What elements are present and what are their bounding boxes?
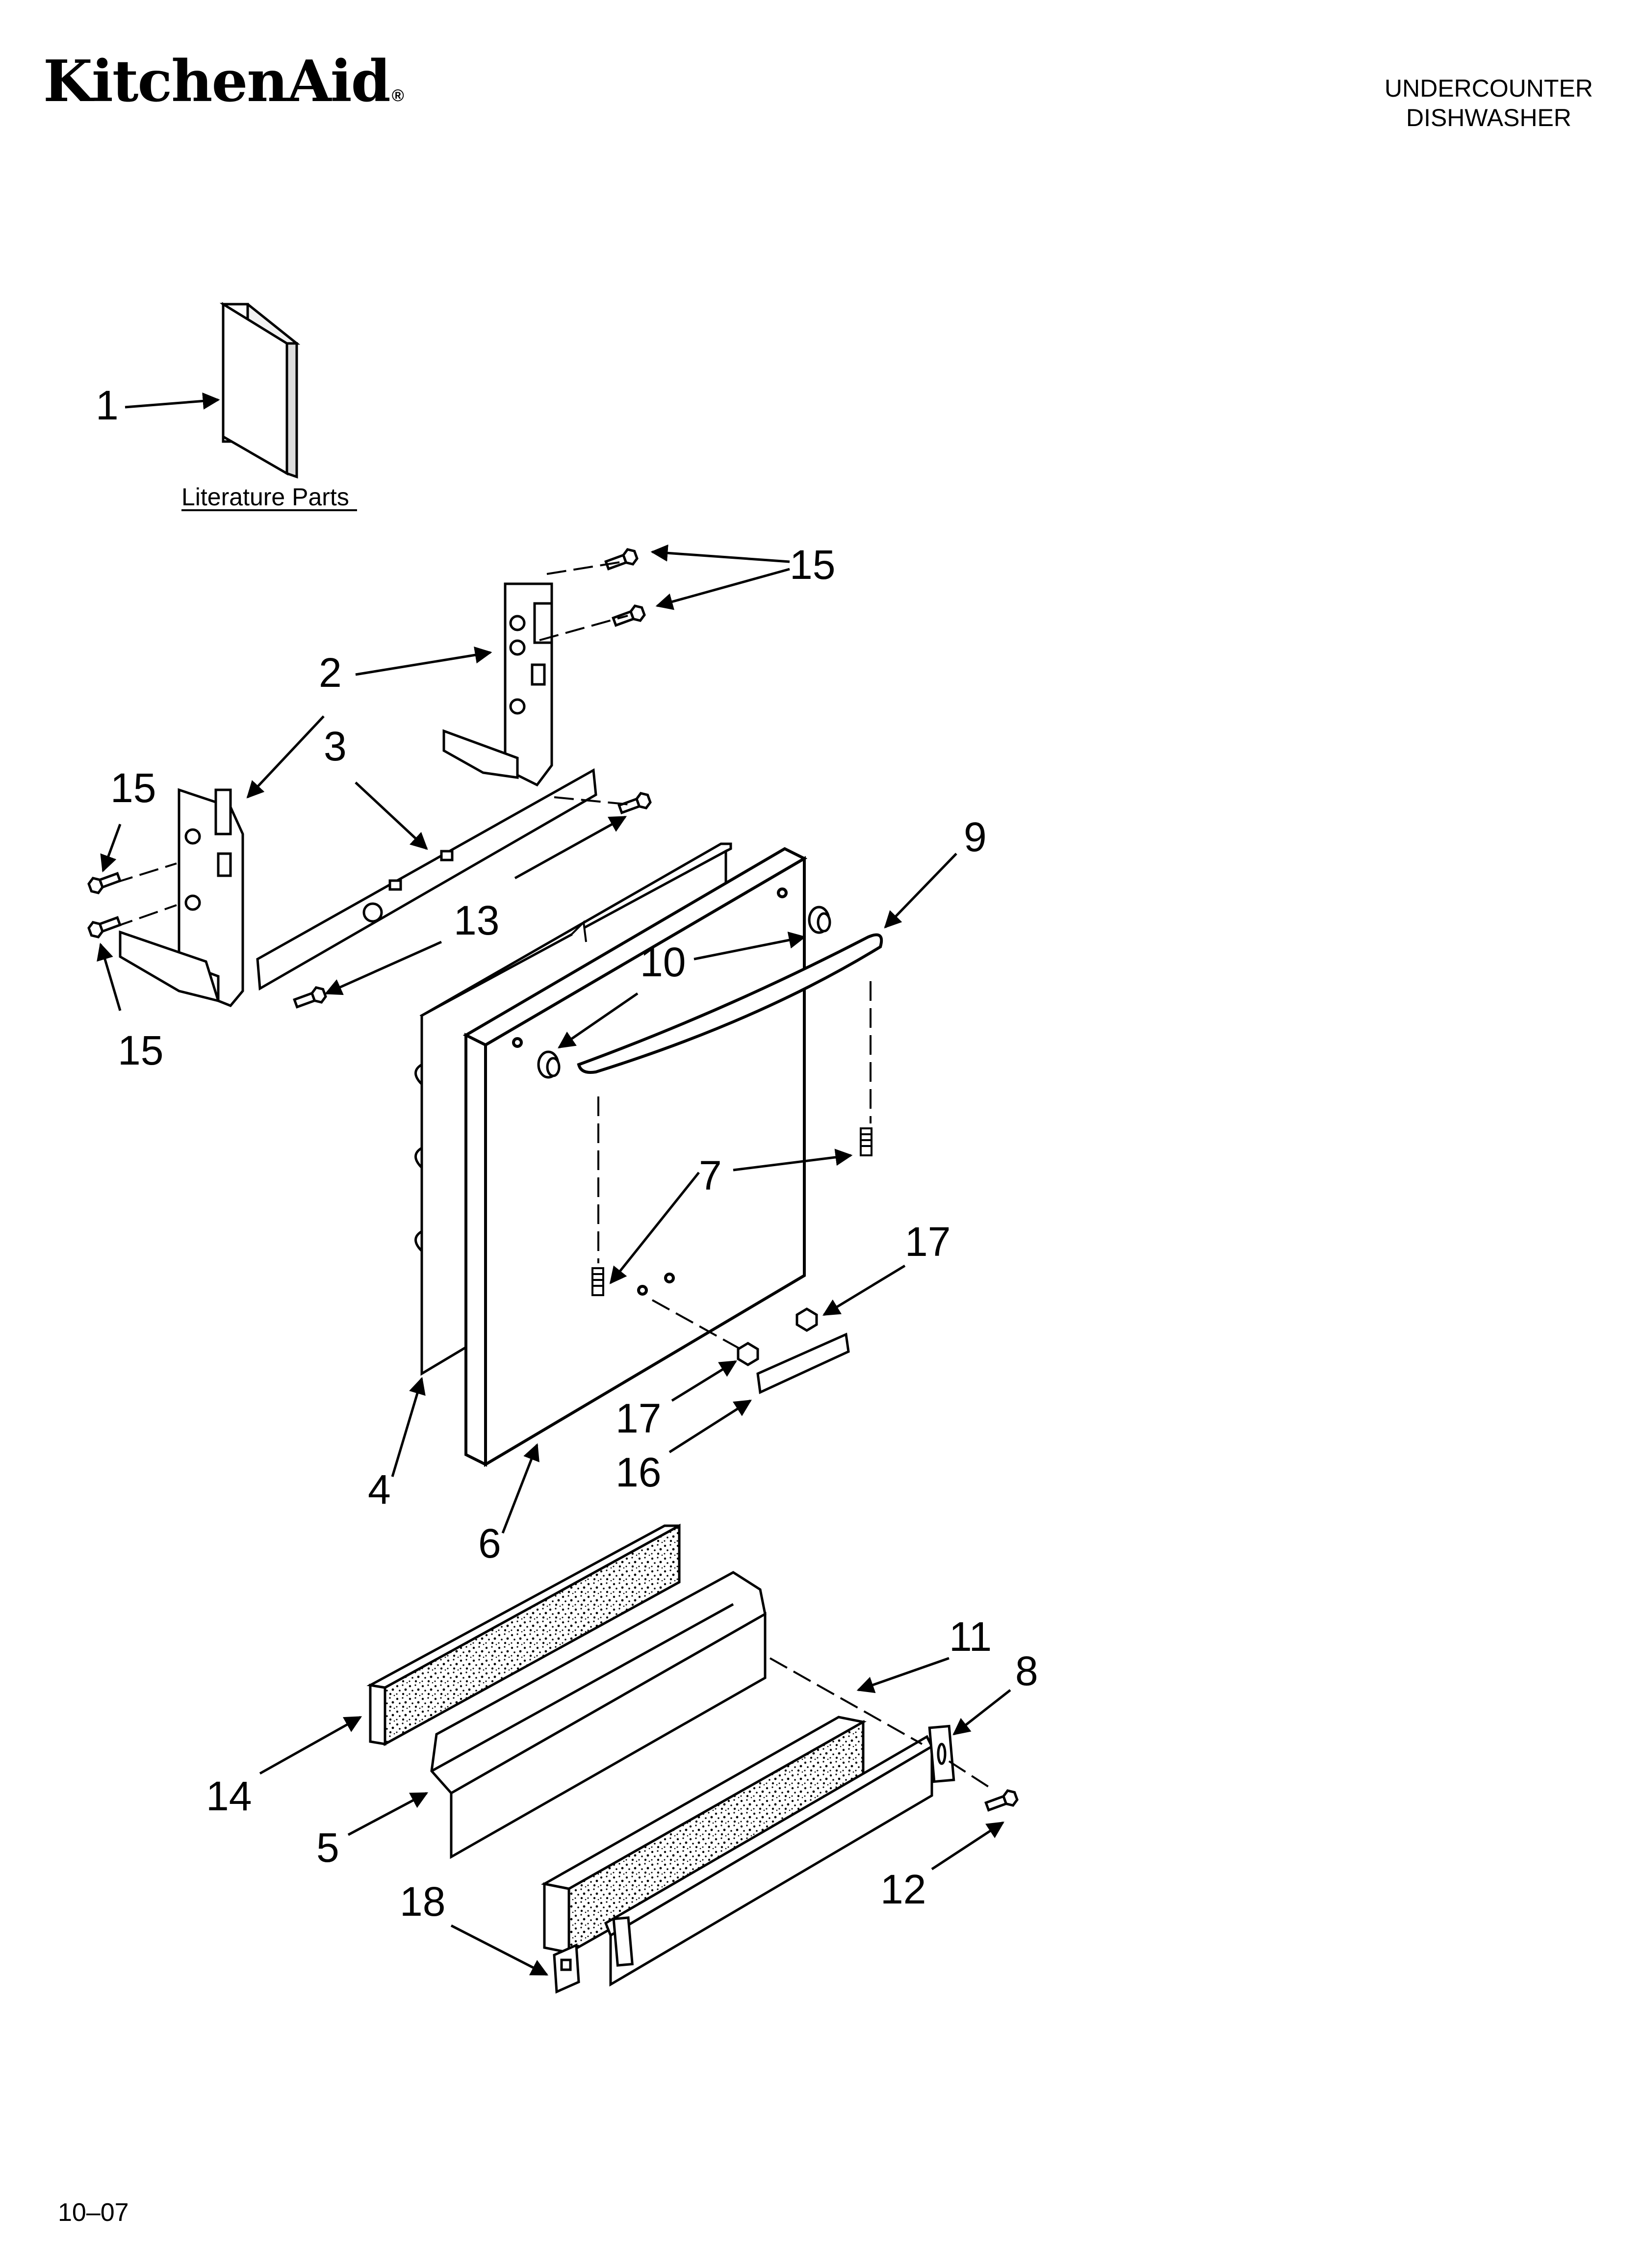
callout-numbers: 1 2 3 4 5 6 7 8 9 10 11 12 13 14 15 15 1… xyxy=(96,382,1038,1925)
handle-standoffs xyxy=(537,906,831,1079)
literature-parts-label: Literature Parts xyxy=(181,483,349,511)
callout-13: 13 xyxy=(454,897,499,943)
callout-2: 2 xyxy=(319,650,342,696)
callout-18: 18 xyxy=(400,1878,445,1925)
door-front-panel xyxy=(462,847,808,1467)
mounting-bracket-right xyxy=(442,582,553,787)
callout-11: 11 xyxy=(949,1614,992,1660)
callout-4: 4 xyxy=(368,1466,391,1512)
callout-7: 7 xyxy=(699,1152,722,1199)
kick-plate xyxy=(604,1724,955,1987)
callout-9: 9 xyxy=(964,814,987,860)
callout-17-right: 17 xyxy=(905,1219,950,1265)
product-type: UNDERCOUNTER DISHWASHER xyxy=(1385,74,1593,132)
brand-name: KitchenAid xyxy=(43,48,391,115)
callout-16: 16 xyxy=(616,1449,661,1495)
revision-date: 10–07 xyxy=(58,2198,129,2227)
callout-6: 6 xyxy=(478,1520,501,1566)
callout-14: 14 xyxy=(206,1773,252,1819)
callout-8: 8 xyxy=(1015,1648,1038,1694)
registered-mark: ® xyxy=(391,86,404,105)
assembly-lines xyxy=(113,561,992,1789)
brand-logo: KitchenAid® xyxy=(43,53,404,110)
callout-12: 12 xyxy=(880,1866,926,1912)
panel-bracket-strip xyxy=(256,768,597,991)
literature-booklet xyxy=(219,302,301,479)
callout-5: 5 xyxy=(316,1825,339,1871)
callout-10: 10 xyxy=(640,939,686,985)
callout-3: 3 xyxy=(324,723,347,769)
foam-block-lower xyxy=(540,1716,867,1955)
callout-15-top: 15 xyxy=(790,542,835,588)
callout-1: 1 xyxy=(96,382,119,428)
callout-17-left: 17 xyxy=(616,1395,661,1441)
product-line-2: DISHWASHER xyxy=(1406,104,1572,131)
clip xyxy=(553,1943,580,1994)
nuts-and-cap xyxy=(737,1307,850,1394)
callout-15-left-lower: 15 xyxy=(118,1027,163,1073)
door-handle xyxy=(577,933,883,1074)
foam-strip-upper xyxy=(366,1523,681,1747)
screws xyxy=(87,548,1019,1812)
mounting-bracket-left xyxy=(119,788,244,1007)
threaded-studs xyxy=(591,1127,872,1296)
callout-15-left-upper: 15 xyxy=(110,765,156,811)
toe-plate xyxy=(430,1571,767,1859)
leader-arrows xyxy=(97,392,1011,1976)
product-line-1: UNDERCOUNTER xyxy=(1385,75,1593,102)
